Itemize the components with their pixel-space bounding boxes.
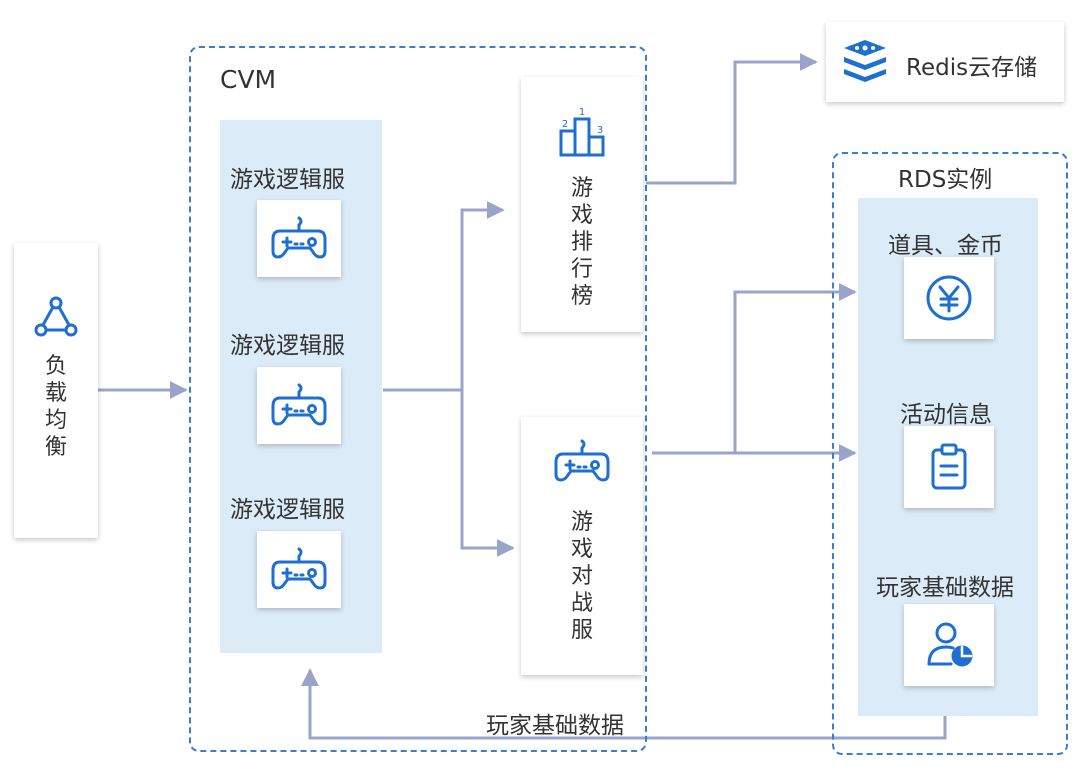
yen-coin-icon — [925, 274, 973, 322]
logic-server-card — [257, 200, 341, 277]
podium-icon: 1 2 3 — [557, 105, 609, 157]
gamepad-icon — [270, 545, 328, 595]
logic-server-label: 游戏逻辑服 — [230, 167, 345, 193]
redis-card: Redis云存储 — [826, 22, 1064, 102]
gamepad-icon — [553, 437, 611, 487]
arrow-logic-to-leaderboard — [383, 201, 505, 392]
rds-item-card — [904, 257, 994, 339]
battle-server-label: 游戏对战服 — [570, 510, 593, 643]
rds-container — [832, 152, 1068, 755]
arrow-logic-to-battle — [460, 390, 515, 557]
rds-item-label: 道具、金币 — [888, 233, 1003, 259]
load-balancer-label: 负载均衡 — [44, 354, 67, 460]
svg-text:3: 3 — [597, 125, 603, 136]
logic-server-label: 游戏逻辑服 — [230, 497, 345, 523]
battle-server-card: 游戏对战服 — [521, 417, 643, 675]
leaderboard-card: 1 2 3 游戏排行榜 — [521, 77, 643, 332]
logic-server-card — [257, 531, 341, 608]
logic-server-card — [257, 367, 341, 444]
rds-item-card — [904, 604, 994, 686]
player-data-link-label: 玩家基础数据 — [486, 713, 624, 739]
rds-item-label: 活动信息 — [900, 402, 992, 428]
triangle-network-icon — [34, 295, 78, 339]
rds-item-card — [904, 426, 994, 508]
svg-text:1: 1 — [579, 107, 585, 118]
arrow-battle-to-items — [652, 283, 857, 455]
gamepad-icon — [270, 381, 328, 431]
layers-stack-icon — [840, 38, 890, 84]
rds-title: RDS实例 — [898, 167, 993, 193]
gamepad-icon — [270, 214, 328, 264]
redis-label: Redis云存储 — [906, 55, 1038, 81]
rds-item-label: 玩家基础数据 — [876, 575, 1014, 601]
user-chart-icon — [926, 620, 974, 668]
svg-text:2: 2 — [562, 119, 568, 130]
cvm-container — [189, 46, 647, 752]
leaderboard-label: 游戏排行榜 — [570, 176, 593, 309]
cvm-title: CVM — [220, 65, 277, 94]
load-balancer-card: 负载均衡 — [14, 243, 98, 538]
arrow-leaderboard-to-redis — [646, 53, 818, 185]
clipboard-icon — [929, 442, 969, 492]
logic-server-label: 游戏逻辑服 — [230, 333, 345, 359]
